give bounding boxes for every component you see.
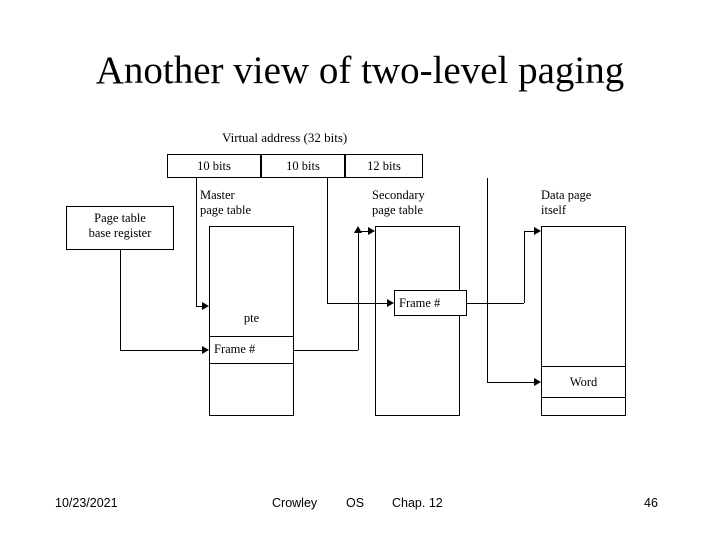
connector-secondary-frame-vertical xyxy=(524,231,525,303)
connector-secondary-frame-into-datapage xyxy=(524,231,534,232)
address-field-label-1: 10 bits xyxy=(197,159,231,173)
page-title: Another view of two-level paging xyxy=(95,49,625,92)
page-table-base-register-box xyxy=(66,206,174,250)
footer-date: 10/23/2021 xyxy=(55,496,118,510)
connector-base-register-arrowhead xyxy=(202,346,209,354)
word-cell xyxy=(541,366,626,398)
connector-field3-vertical xyxy=(487,178,488,382)
secondary-frame-cell-label: Frame # xyxy=(399,296,441,310)
connector-field2-vertical xyxy=(327,178,328,303)
connector-field1-arrowhead xyxy=(202,302,209,310)
connector-field3-horizontal xyxy=(487,382,534,383)
footer-course: OS xyxy=(346,496,365,510)
connector-field3-arrowhead xyxy=(534,378,541,386)
secondary-frame-cell xyxy=(394,290,467,316)
connector-master-frame-horizontal xyxy=(294,350,358,351)
connector-master-frame-into-secondary xyxy=(358,231,368,232)
master-page-table-label: Master page table xyxy=(200,188,252,217)
master-frame-cell-label: Frame # xyxy=(214,342,256,356)
pte-label: pte xyxy=(243,311,260,325)
master-frame-cell xyxy=(209,336,294,364)
connector-master-frame-vertical xyxy=(358,231,359,350)
master-page-table-box xyxy=(209,226,294,416)
footer-author: Crowley xyxy=(272,496,318,510)
connector-field1-horizontal xyxy=(196,306,202,307)
secondary-page-table-label: Secondary page table xyxy=(372,188,425,217)
connector-secondary-frame-horizontal xyxy=(467,303,524,304)
connector-field2-arrowhead xyxy=(387,299,394,307)
footer-page-number: 46 xyxy=(644,496,658,510)
connector-base-register-vertical xyxy=(120,250,121,350)
connector-field2-horizontal xyxy=(327,303,387,304)
connector-secondary-frame-datapage-arrowhead xyxy=(534,227,541,235)
address-field-box-1 xyxy=(167,154,261,178)
address-field-label-2: 10 bits xyxy=(286,159,320,173)
footer-chapter: Chap. 12 xyxy=(392,496,443,510)
address-field-box-2 xyxy=(261,154,345,178)
connector-base-register-horizontal xyxy=(120,350,202,351)
page-table-base-register-label: Page table base register xyxy=(88,211,152,240)
word-cell-label: Word xyxy=(569,375,598,389)
connector-master-frame-arrowhead-up xyxy=(354,226,362,233)
virtual-address-label: Virtual address (32 bits) xyxy=(222,130,348,145)
address-field-label-3: 12 bits xyxy=(367,159,401,173)
connector-field1-vertical xyxy=(196,178,197,306)
address-field-box-3 xyxy=(345,154,423,178)
secondary-page-table-box xyxy=(375,226,460,416)
connector-master-frame-secondary-arrowhead xyxy=(368,227,375,235)
data-page-label: Data page itself xyxy=(541,188,592,217)
